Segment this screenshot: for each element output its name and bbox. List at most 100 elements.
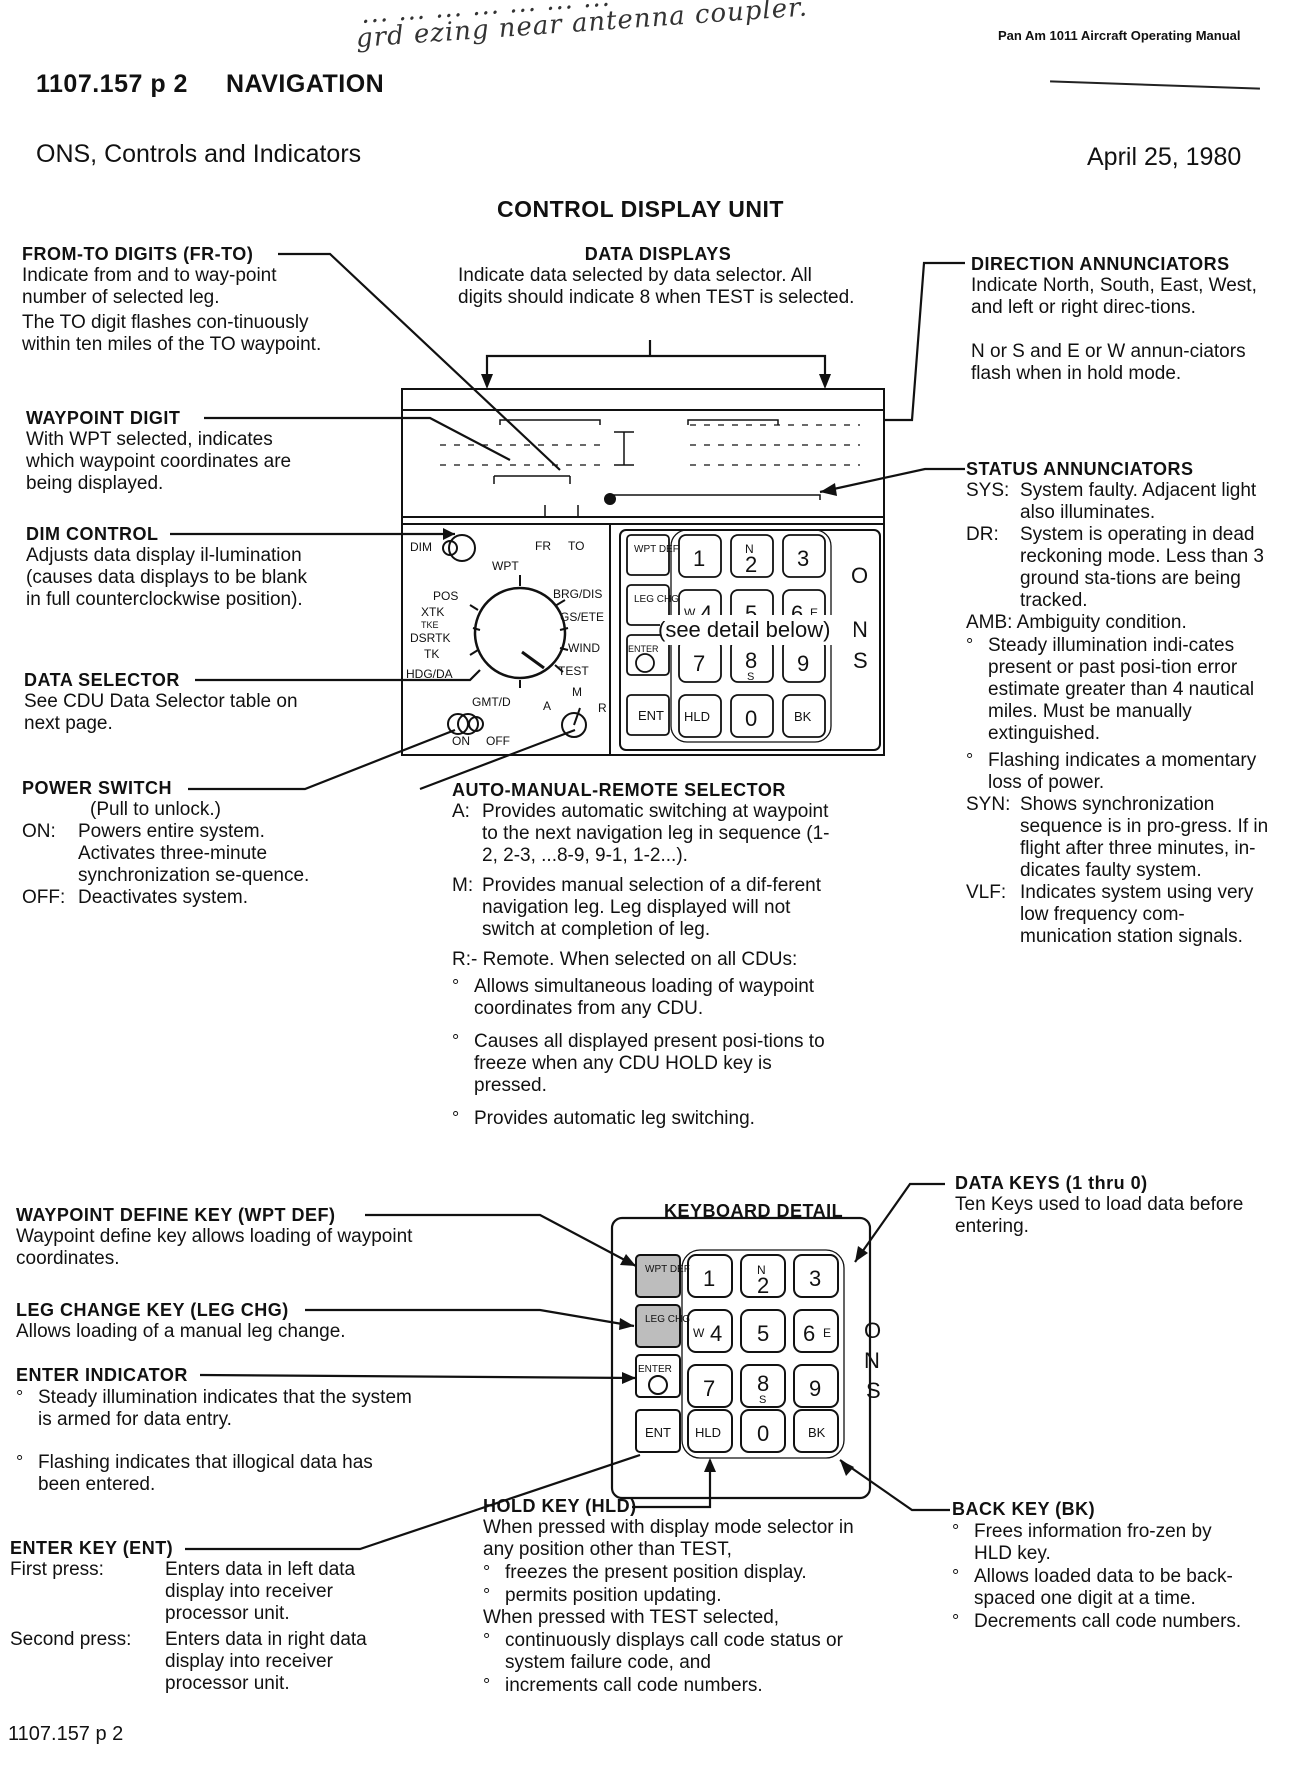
panel-hdg-label: HDG/DA [406, 667, 453, 681]
key-6: 6 [803, 1321, 815, 1346]
amr-a-row: A: Provides automatic switching at waypo… [452, 801, 847, 867]
waypoint-digit-heading: WAYPOINT DIGIT [26, 408, 181, 428]
leg-chg-callout: LEG CHANGE KEY (LEG CHG) Allows loading … [16, 1300, 436, 1343]
enter-indicator-label: ENTER [638, 1364, 672, 1375]
keyboard-detail-title: KEYBOARD DETAIL [664, 1201, 844, 1221]
dim-control-callout: DIM CONTROL Adjusts data display il-lumi… [26, 524, 326, 611]
upper-legchg-key: LEG CHG [634, 594, 679, 605]
ons-o: O [864, 1318, 881, 1343]
waypoint-digit-callout: WAYPOINT DIGIT With WPT selected, indica… [26, 408, 326, 495]
panel-brg-label: BRG/DIS [553, 587, 602, 601]
status-syn-text: Shows synchronization sequence is in pro… [1020, 794, 1269, 881]
key-4-sub: W [693, 1326, 705, 1340]
from-to-heading: FROM-TO DIGITS (FR-TO) [22, 244, 254, 264]
status-syn-row: SYN: Shows synchronization sequence is i… [966, 794, 1272, 882]
data-keys-body: Ten Keys used to load data before enteri… [955, 1194, 1244, 1237]
enter-second-row: Second press: Enters data in right data … [10, 1629, 410, 1695]
upper-ons-o: O [851, 563, 868, 588]
panel-xtk-label: XTK [421, 605, 444, 619]
upper-wptdef-key: WPT DEF [634, 544, 679, 555]
back-key-bullet-2: Allows loaded data to be back-spaced one… [952, 1565, 1252, 1610]
page-subtitle: ONS, Controls and Indicators [36, 140, 362, 168]
panel-test-label: TEST [558, 664, 589, 678]
hold-key-bullet-3: continuously displays call code status o… [483, 1629, 883, 1674]
amr-r-bullet-3: Provides automatic leg switching. [452, 1107, 847, 1130]
upper-ent-key: ENT [638, 708, 664, 723]
power-off-row: OFF: Deactivates system. [22, 887, 342, 909]
status-sys-key: SYS: [966, 480, 1010, 501]
panel-fr-label: FR [535, 539, 551, 553]
upper-enter-label: ENTER [628, 644, 659, 654]
status-dr-row: DR: System is operating in dead reckonin… [966, 524, 1272, 612]
enter-second-text: Enters data in right data display into r… [165, 1629, 367, 1694]
amr-r-bullet-1: Allows simultaneous loading of waypoint … [452, 975, 847, 1020]
hold-key-body: When pressed with display mode selector … [483, 1517, 854, 1560]
upper-key-1: 1 [693, 546, 705, 571]
enter-first-text: Enters data in left data display into re… [165, 1559, 356, 1624]
data-keys-heading: DATA KEYS (1 thru 0) [955, 1173, 1148, 1193]
power-switch-callout: POWER SWITCH (Pull to unlock.) ON: Power… [22, 778, 342, 909]
panel-dim-label: DIM [410, 540, 432, 554]
data-keys-callout: DATA KEYS (1 thru 0) Ten Keys used to lo… [955, 1173, 1275, 1238]
key-4: 4 [710, 1321, 722, 1346]
wpt-def-body: Waypoint define key allows loading of wa… [16, 1226, 413, 1269]
dim-control-body: Adjusts data display il-lumination (caus… [26, 545, 307, 610]
panel-tk-label: TK [424, 647, 439, 661]
back-key-bullet-3: Decrements call code numbers. [952, 1610, 1252, 1633]
wptdef-key: WPT DEF [645, 1264, 690, 1275]
power-on-row: ON: Powers entire system. Activates thre… [22, 821, 342, 887]
status-annunciators-callout: STATUS ANNUNCIATORS SYS: System faulty. … [966, 459, 1272, 948]
key-2: 2 [757, 1273, 769, 1298]
key-0: 0 [757, 1421, 769, 1446]
status-amb-text: AMB: Ambiguity condition. [966, 612, 1187, 633]
status-dr-text: System is operating in dead reckoning mo… [1020, 524, 1264, 611]
footer-page: 1107.157 p 2 [8, 1723, 124, 1745]
manual-name: Pan Am 1011 Aircraft Operating Manual [998, 28, 1241, 43]
amr-m-key: M: [452, 875, 474, 896]
status-syn-key: SYN: [966, 794, 1011, 815]
panel-pos-label: POS [433, 589, 458, 603]
hold-key-heading: HOLD KEY (HLD) [483, 1496, 637, 1516]
leg-chg-heading: LEG CHANGE KEY (LEG CHG) [16, 1300, 289, 1320]
power-on-text: Powers entire system. Activates three-mi… [78, 821, 310, 886]
status-vlf-text: Indicates system using very low frequenc… [1020, 882, 1254, 947]
panel-a-label: A [543, 699, 551, 713]
direction-annunciators-callout: DIRECTION ANNUNCIATORS Indicate North, S… [971, 254, 1271, 385]
panel-to-label: TO [568, 539, 584, 553]
status-sys-text: System faulty. Adjacent light also illum… [1020, 480, 1257, 523]
power-on-key: ON: [22, 821, 56, 842]
ons-n: N [864, 1348, 880, 1373]
key-1: 1 [703, 1266, 715, 1291]
bk-key: BK [808, 1425, 826, 1440]
ent-key: ENT [645, 1425, 671, 1440]
panel-off-label: OFF [486, 734, 510, 748]
enter-indicator-bullet-1: Steady illumination indicates that the s… [16, 1386, 416, 1431]
upper-key-0: 0 [745, 706, 757, 731]
upper-key-8: 8 [745, 648, 757, 673]
enter-indicator-heading: ENTER INDICATOR [16, 1365, 188, 1385]
cdu-title: CONTROL DISPLAY UNIT [497, 196, 784, 222]
upper-key-8-sub: S [747, 671, 754, 683]
status-dr-key: DR: [966, 524, 999, 545]
page-date: April 25, 1980 [1087, 143, 1242, 171]
waypoint-digit-body: With WPT selected, indicates which waypo… [26, 429, 292, 494]
key-2-sub: N [757, 1263, 766, 1277]
amr-m-row: M: Provides manual selection of a dif-fe… [452, 875, 847, 941]
enter-key-callout: ENTER KEY (ENT) First press: Enters data… [10, 1538, 410, 1695]
upper-key-6-sub: E [810, 606, 818, 620]
power-switch-note: (Pull to unlock.) [90, 799, 221, 820]
status-amb-bullet-1: Steady illumination indi-cates present o… [966, 634, 1272, 745]
back-key-bullet-1: Frees information fro-zen by HLD key. [952, 1520, 1252, 1565]
power-off-text: Deactivates system. [78, 887, 248, 908]
hold-key-bullet-2: permits position updating. [483, 1584, 883, 1607]
legchg-key: LEG CHG [645, 1314, 690, 1325]
key-8-sub: S [759, 1394, 766, 1406]
hold-key-callout: HOLD KEY (HLD) When pressed with display… [483, 1496, 883, 1697]
enter-indicator-bullet-2: Flashing indicates that illogical data h… [16, 1451, 416, 1496]
direction-annunciators-heading: DIRECTION ANNUNCIATORS [971, 254, 1230, 274]
cdu-frame [401, 388, 885, 756]
upper-key-2-sub: N [745, 542, 754, 556]
panel-gs-label: GS/ETE [560, 610, 604, 624]
upper-bk-key: BK [794, 709, 812, 724]
wpt-def-callout: WAYPOINT DEFINE KEY (WPT DEF) Waypoint d… [16, 1205, 416, 1270]
